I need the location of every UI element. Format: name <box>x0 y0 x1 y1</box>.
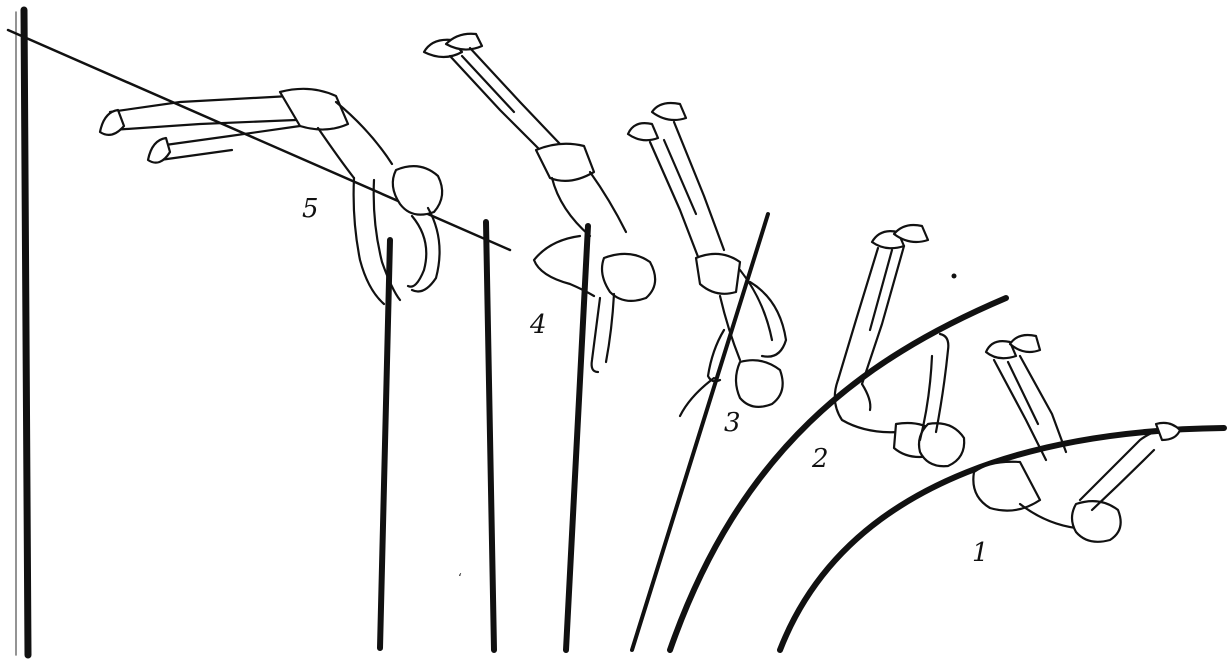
pole-phase-4 <box>566 226 588 650</box>
upright-standard <box>16 10 28 655</box>
pole-standalone <box>486 222 494 650</box>
ink-speck <box>952 274 957 279</box>
vaulter-phase-2 <box>835 225 964 466</box>
phase-label-4: 4 <box>530 312 547 338</box>
phase-label-2: 2 <box>812 446 829 472</box>
phase-label-1: 1 <box>972 540 989 566</box>
ink-mark: ‘ <box>458 571 462 585</box>
phase-label-5: 5 <box>302 196 319 222</box>
crossbar <box>8 30 510 250</box>
phase-label-3: 3 <box>724 410 741 436</box>
vaulter-phase-3 <box>628 103 786 416</box>
